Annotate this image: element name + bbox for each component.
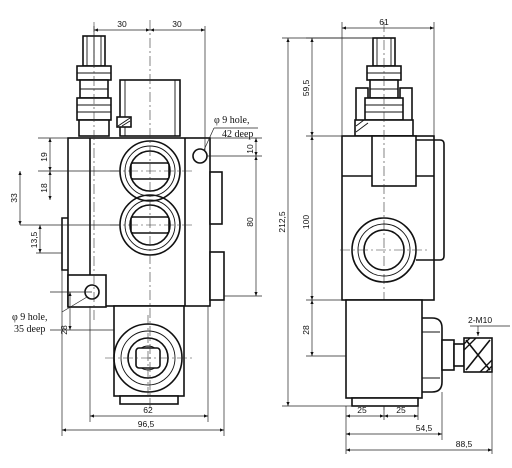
hole-note-bottom-line2: 35 deep [14, 324, 45, 335]
side-valve-body [340, 22, 445, 410]
dim-front-13-5: 13,5 [29, 231, 39, 248]
front-bottom-dimensions: 62 96,5 [61, 270, 225, 436]
dim-front-62: 62 [143, 405, 153, 415]
dim-side-212-5: 212,5 [277, 211, 287, 233]
side-top-fitting [354, 37, 414, 137]
dim-front-33: 33 [9, 193, 19, 203]
dim-side-61: 61 [379, 17, 389, 27]
front-left-dimensions: 19 18 33 13,5 28 [9, 137, 120, 335]
dim-front-18: 18 [39, 183, 49, 193]
dim-side-59-5: 59,5 [301, 79, 311, 96]
dim-front-28: 28 [59, 325, 69, 335]
dim-front-top-right: 30 [172, 19, 182, 29]
side-bottom-dimensions: 25 25 54,5 88,5 [345, 372, 493, 454]
side-left-dimensions: 59,5 100 28 212,5 [277, 37, 373, 407]
dim-side-88-5: 88,5 [456, 439, 473, 449]
side-thread-adapter: 2-M10 [441, 315, 510, 373]
dim-side-28: 28 [301, 325, 311, 335]
dim-front-10: 10 [245, 144, 255, 154]
dim-front-80: 80 [245, 217, 255, 227]
dim-side-25-right: 25 [396, 405, 406, 415]
front-view: 30 30 19 18 33 13,5 28 [9, 19, 262, 436]
dim-front-96-5: 96,5 [138, 419, 155, 429]
dim-side-100: 100 [301, 215, 311, 229]
side-view: 2-M10 61 59,5 100 28 212,5 [277, 17, 510, 454]
dim-front-top-left: 30 [117, 19, 127, 29]
hole-note-bottom-line1: φ 9 hole, [12, 312, 48, 323]
front-lower-housing [105, 305, 192, 405]
dim-side-thread: 2-M10 [468, 315, 492, 325]
dim-side-54-5: 54,5 [416, 423, 433, 433]
side-lower-housing [345, 299, 443, 407]
dim-side-25-left: 25 [357, 405, 367, 415]
front-hole-note-top: φ 9 hole, 42 deep [203, 115, 258, 151]
front-hole-note-bottom: φ 9 hole, 35 deep [12, 296, 88, 335]
front-right-dimensions: 10 80 [207, 137, 262, 297]
hole-note-top-line2: 42 deep [222, 129, 253, 140]
front-top-dimensions: 30 30 [93, 19, 206, 150]
side-top-dimensions: 61 [341, 17, 435, 136]
dim-front-19: 19 [39, 152, 49, 162]
front-spool-cap [116, 79, 181, 137]
hole-note-top-line1: φ 9 hole, [214, 115, 250, 126]
